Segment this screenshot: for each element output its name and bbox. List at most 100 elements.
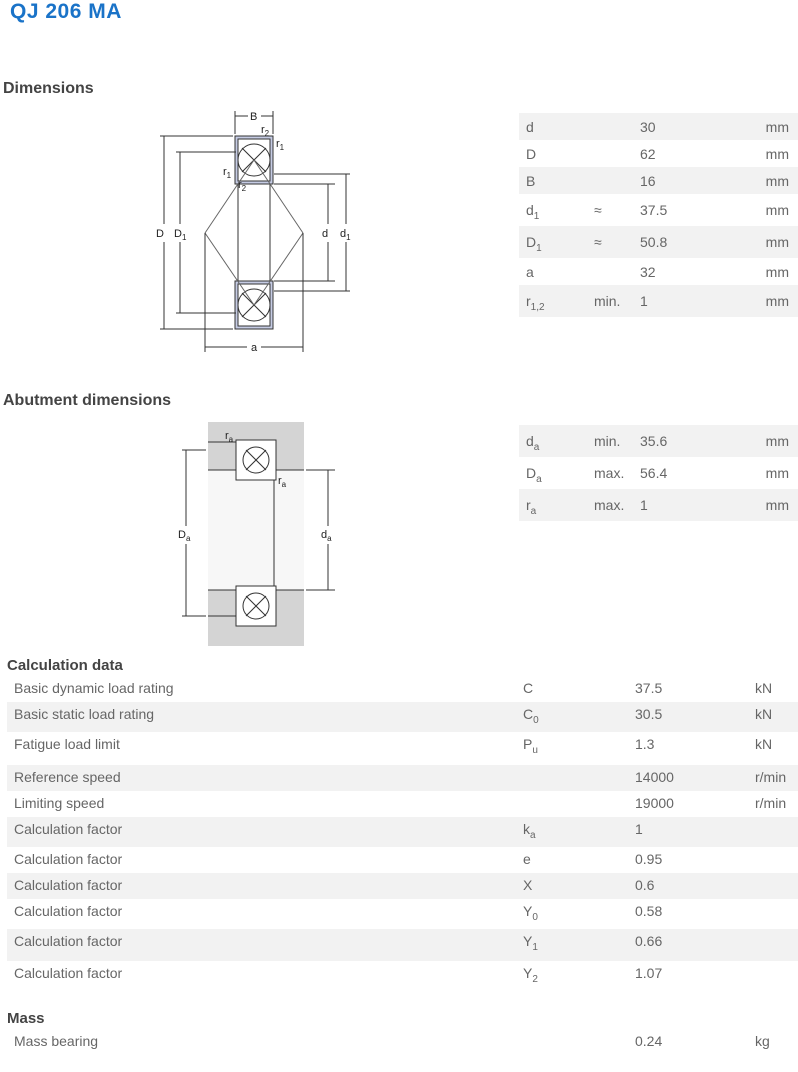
dimension-value: 1 (640, 293, 648, 309)
svg-text:r2: r2 (238, 179, 247, 193)
dimension-value: 37.5 (640, 202, 668, 218)
calc-value: 0.95 (635, 851, 663, 867)
dimension-unit: mm (765, 234, 789, 250)
svg-text:r1: r1 (276, 138, 285, 152)
dimension-symbol: B (526, 173, 536, 189)
calc-value: 30.5 (635, 706, 663, 722)
calc-label: Limiting speed (14, 795, 105, 811)
dimension-unit: mm (765, 202, 789, 218)
mass-heading: Mass (7, 1010, 45, 1027)
calc-symbol: e (523, 851, 531, 867)
label-B: B (250, 111, 257, 123)
calc-value: 0.58 (635, 903, 663, 919)
svg-text:da: da (321, 529, 332, 543)
abutment-qualifier: max. (594, 497, 625, 513)
calc-label: Calculation factor (14, 965, 123, 981)
label-a: a (251, 342, 258, 354)
subscript: 1 (536, 242, 542, 254)
dimension-symbol: a (526, 264, 534, 280)
svg-text:d1: d1 (340, 228, 351, 242)
subscript: a (533, 441, 540, 453)
calc-unit: r/min (755, 769, 787, 785)
abutment-unit: mm (765, 497, 789, 513)
calc-value: 0.6 (635, 877, 655, 893)
abutment-unit: mm (765, 433, 789, 449)
dimension-qualifier: ≈ (594, 202, 602, 218)
bearing-dimensions-drawing: B r2 r1 r1 r2 D D1 d d1 a (156, 111, 351, 354)
calc-label: Calculation factor (14, 851, 123, 867)
dimension-symbol: r1,2 (526, 293, 545, 313)
subscript: 0 (532, 911, 538, 923)
abutment-unit: mm (765, 465, 789, 481)
calculation-data-heading: Calculation data (7, 657, 123, 674)
calc-row: Calculation factor Y2 1.07 (7, 961, 798, 991)
calc-value: 1 (635, 821, 643, 837)
svg-text:Da: Da (178, 529, 191, 543)
dimension-unit: mm (765, 146, 789, 162)
calc-label: Basic static load rating (14, 706, 155, 722)
subscript: 1 (533, 210, 540, 222)
calc-symbol: ka (523, 821, 536, 841)
svg-text:r2: r2 (261, 124, 270, 138)
label-d: d (322, 228, 328, 240)
dimension-unit: mm (765, 119, 789, 135)
calc-label: Basic dynamic load rating (14, 680, 174, 696)
abutment-qualifier: min. (594, 433, 621, 449)
calc-unit: kN (755, 706, 773, 722)
page-title: QJ 206 MA (10, 0, 122, 23)
dimension-symbol: d1 (526, 202, 540, 222)
subscript: 0 (533, 714, 539, 726)
abutment-symbol: da (526, 433, 540, 453)
calc-value: 0.66 (635, 933, 663, 949)
subscript: u (532, 744, 538, 756)
mass-value: 0.24 (635, 1033, 663, 1049)
dimensions-heading: Dimensions (3, 80, 94, 97)
subscript: 1 (532, 941, 538, 953)
dimension-qualifier: min. (594, 293, 621, 309)
calc-label: Reference speed (14, 769, 121, 785)
calc-unit: kN (755, 736, 773, 752)
dimension-symbol: D1 (526, 234, 542, 254)
dimension-row: r1,2 min. 1 mm (519, 285, 798, 317)
calc-symbol: Y2 (523, 965, 538, 985)
abutment-value: 1 (640, 497, 648, 513)
calc-value: 1.07 (635, 965, 663, 981)
abutment-heading: Abutment dimensions (3, 392, 172, 409)
calc-label: Fatigue load limit (14, 736, 120, 752)
mass-unit: kg (755, 1033, 770, 1049)
calc-value: 1.3 (635, 736, 655, 752)
dimension-value: 62 (640, 146, 656, 162)
calc-value: 37.5 (635, 680, 663, 696)
subscript: a (530, 505, 537, 517)
dimension-value: 30 (640, 119, 656, 135)
calc-value: 19000 (635, 795, 674, 811)
subscript: a (530, 829, 536, 841)
dimension-unit: mm (765, 293, 789, 309)
subscript: 1,2 (530, 301, 545, 313)
calc-label: Calculation factor (14, 821, 123, 837)
calc-row: Calculation factor e 0.95 (7, 847, 798, 873)
label-D: D (156, 228, 164, 240)
subscript: a (536, 473, 542, 485)
abutment-drawing: ra ra Da da (178, 422, 335, 646)
dimension-value: 16 (640, 173, 656, 189)
svg-text:r1: r1 (223, 166, 232, 180)
dimension-qualifier: ≈ (594, 234, 602, 250)
abutment-symbol: Da (526, 465, 542, 485)
